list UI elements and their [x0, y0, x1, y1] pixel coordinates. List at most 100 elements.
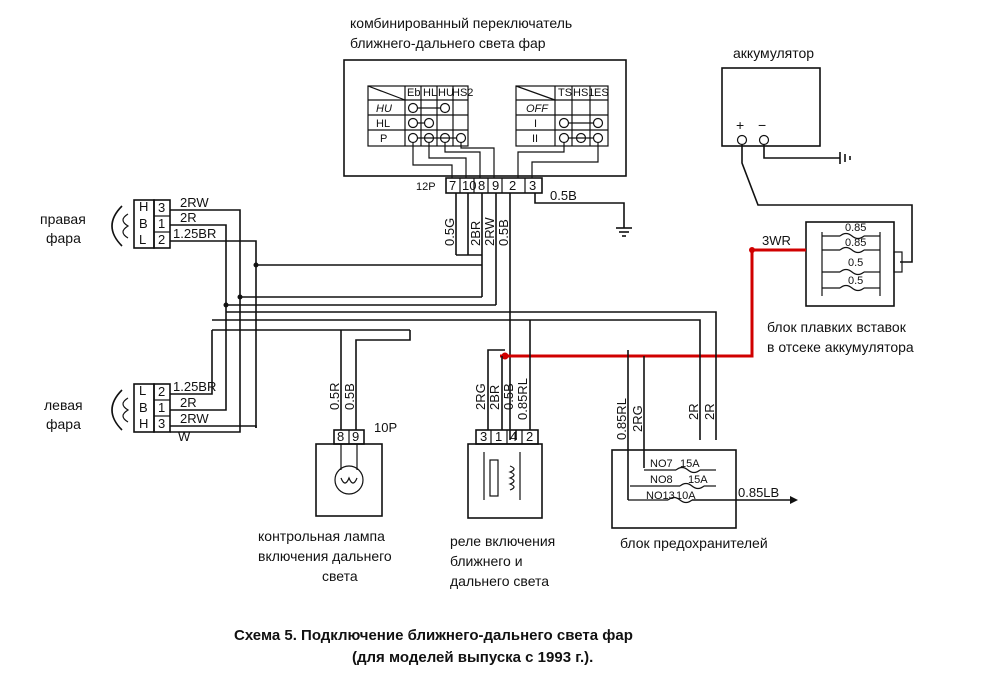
- caption-line2: (для моделей выпуска с 1993 г.).: [352, 649, 593, 666]
- relay-wire-2rg: 2RG: [473, 383, 488, 410]
- left-headlamp-pin-2: 2: [158, 384, 165, 399]
- switch-housing: [343, 59, 627, 177]
- right-headlamp-letter-l: L: [139, 232, 146, 247]
- lamp-wire-05b: 0.5B: [342, 383, 357, 410]
- fusible-link-2-rating: 0.85: [845, 237, 866, 249]
- fusible-link-block: 0.85 0.85 0.5 0.5 блок плавких вставок в…: [767, 221, 914, 355]
- relay-wire-085rl: 0.85RL: [515, 378, 530, 420]
- switch-left-col-3: HU: [438, 87, 454, 99]
- left-headlamp-letter-l: L: [139, 383, 146, 398]
- relay-pin-2: 2: [526, 429, 533, 444]
- battery: аккумулятор + −: [721, 45, 821, 147]
- wire-2br: 2BR: [468, 221, 483, 246]
- left-headlamp-wire-2rw: 2RW: [180, 411, 209, 426]
- fuse-box-label: блок предохранителей: [620, 535, 768, 551]
- switch-right-row-2: I: [534, 118, 537, 130]
- switch-pin-9: 9: [492, 178, 499, 193]
- fuse-3-rating: 10A: [676, 490, 696, 502]
- switch-left-table: Eb HL HU HS2 HU HL P: [367, 85, 473, 147]
- right-headlamp-wire-2r: 2R: [180, 210, 197, 225]
- switch-left-row-3: P: [380, 133, 387, 145]
- fuse-wire-2r-a: 2R: [686, 403, 701, 420]
- wire-05b-ground: 0.5B: [550, 188, 577, 203]
- right-headlamp-wire-125br: 1.25BR: [173, 226, 216, 241]
- relay-label-line3: дальнего света: [450, 573, 549, 589]
- switch-pin-8: 8: [478, 178, 485, 193]
- right-headlamp-letter-b: B: [139, 216, 148, 231]
- wire-2rw: 2RW: [482, 217, 497, 246]
- fusible-link-3-rating: 0.5: [848, 257, 863, 269]
- left-headlamp-wire-2r: 2R: [180, 395, 197, 410]
- fuse-1-rating: 15A: [680, 458, 700, 470]
- switch-left-col-2: HL: [423, 87, 437, 99]
- lamp-housing: [315, 443, 383, 517]
- left-headlamp-label-line2: фара: [46, 416, 81, 432]
- left-headlamp-pin-3: 3: [158, 416, 165, 431]
- relay-pin-1: 1: [495, 429, 502, 444]
- fusible-link-1-rating: 0.85: [845, 222, 866, 234]
- relay-pin-3: 3: [480, 429, 487, 444]
- wire-05b-vertical: 0.5B: [496, 219, 511, 246]
- switch-pin-3: 3: [529, 178, 536, 193]
- relay-label-line2: ближнего и: [450, 553, 523, 569]
- switch-right-col-1: TS: [558, 87, 572, 99]
- switch-connector-label: 12P: [416, 181, 436, 193]
- lamp-wire-05r: 0.5R: [327, 383, 342, 410]
- switch-right-col-2: HS1: [573, 87, 594, 99]
- lamp-pin-8: 8: [337, 429, 344, 444]
- fuse-wire-2rg: 2RG: [630, 405, 645, 432]
- lamp-connector-label: 10P: [374, 420, 397, 435]
- right-headlamp-pin-2: 2: [158, 232, 165, 247]
- left-headlamp-label-line1: левая: [44, 397, 83, 413]
- fuse-2-rating: 15A: [688, 474, 708, 486]
- switch-left-col-1: Eb: [407, 87, 420, 99]
- switch-left-row-1: HU: [376, 103, 392, 115]
- switch-pin-10: 10: [462, 178, 476, 193]
- left-headlamp-wire-125br: 1.25BR: [173, 379, 216, 394]
- high-beam-indicator-lamp: 0.5R 0.5B 8 9 10P контрольная лампа вклю…: [258, 330, 411, 584]
- fuse-wire-085rl: 0.85RL: [614, 398, 629, 440]
- fusible-link-4-rating: 0.5: [848, 275, 863, 287]
- left-headlamp-letter-b: B: [139, 400, 148, 415]
- fuse-out-wire-085lb: 0.85LB: [738, 485, 779, 500]
- switch-title-line2: ближнего-дальнего света фар: [350, 35, 546, 51]
- battery-label: аккумулятор: [733, 45, 814, 61]
- lamp-label-line3: света: [322, 568, 358, 584]
- fuse-box: 0.85RL 2RG 2R 2R NO7 15A NO8 15A NO13 10…: [611, 350, 798, 551]
- battery-plus: +: [736, 117, 744, 133]
- relay-wire-05b: 0.5B: [501, 383, 516, 410]
- fuse-box-housing: [611, 449, 737, 529]
- lamp-pin-9: 9: [352, 429, 359, 444]
- switch-right-row-3: II: [532, 133, 538, 145]
- right-headlamp-label-line1: правая: [40, 211, 86, 227]
- switch-title-line1: комбинированный переключатель: [350, 15, 572, 31]
- lamp-label-line2: включения дальнего: [258, 548, 392, 564]
- wire-05g: 0.5G: [442, 218, 457, 246]
- switch-left-col-4: HS2: [452, 87, 473, 99]
- fuse-wire-2r-b: 2R: [702, 403, 717, 420]
- right-headlamp-letter-h: H: [139, 199, 148, 214]
- right-headlamp: правая фара H B L 3 1 2 2RW 2R 1.25BR: [40, 195, 216, 249]
- combination-switch: комбинированный переключатель ближнего-д…: [343, 15, 627, 194]
- relay-label-line1: реле включения: [450, 533, 555, 549]
- switch-pin-7: 7: [449, 178, 456, 193]
- fusible-link-label-line2: в отсеке аккумулятора: [767, 339, 914, 355]
- right-headlamp-label-line2: фара: [46, 230, 81, 246]
- left-headlamp: левая фара L B H 2 1 3 1.25BR 2R 2RW W: [44, 379, 216, 444]
- right-headlamp-pin-1: 1: [158, 216, 165, 231]
- wire-3wr-label: 3WR: [762, 233, 791, 248]
- left-headlamp-pin-1: 1: [158, 400, 165, 415]
- wire-3wr: [500, 248, 806, 358]
- relay-housing: [467, 443, 543, 519]
- fusible-link-label-line1: блок плавких вставок: [767, 319, 907, 335]
- right-headlamp-pin-3: 3: [158, 200, 165, 215]
- fuse-1-number: NO7: [650, 458, 673, 470]
- relay-wire-2br: 2BR: [487, 385, 502, 410]
- switch-right-table: TS HS1 ES OFF I II: [515, 85, 609, 147]
- relay-pin-4: 4: [510, 429, 517, 444]
- battery-minus: −: [758, 117, 766, 133]
- left-headlamp-letter-h: H: [139, 416, 148, 431]
- fuse-3-number: NO13: [646, 490, 675, 502]
- switch-connector: [445, 177, 543, 194]
